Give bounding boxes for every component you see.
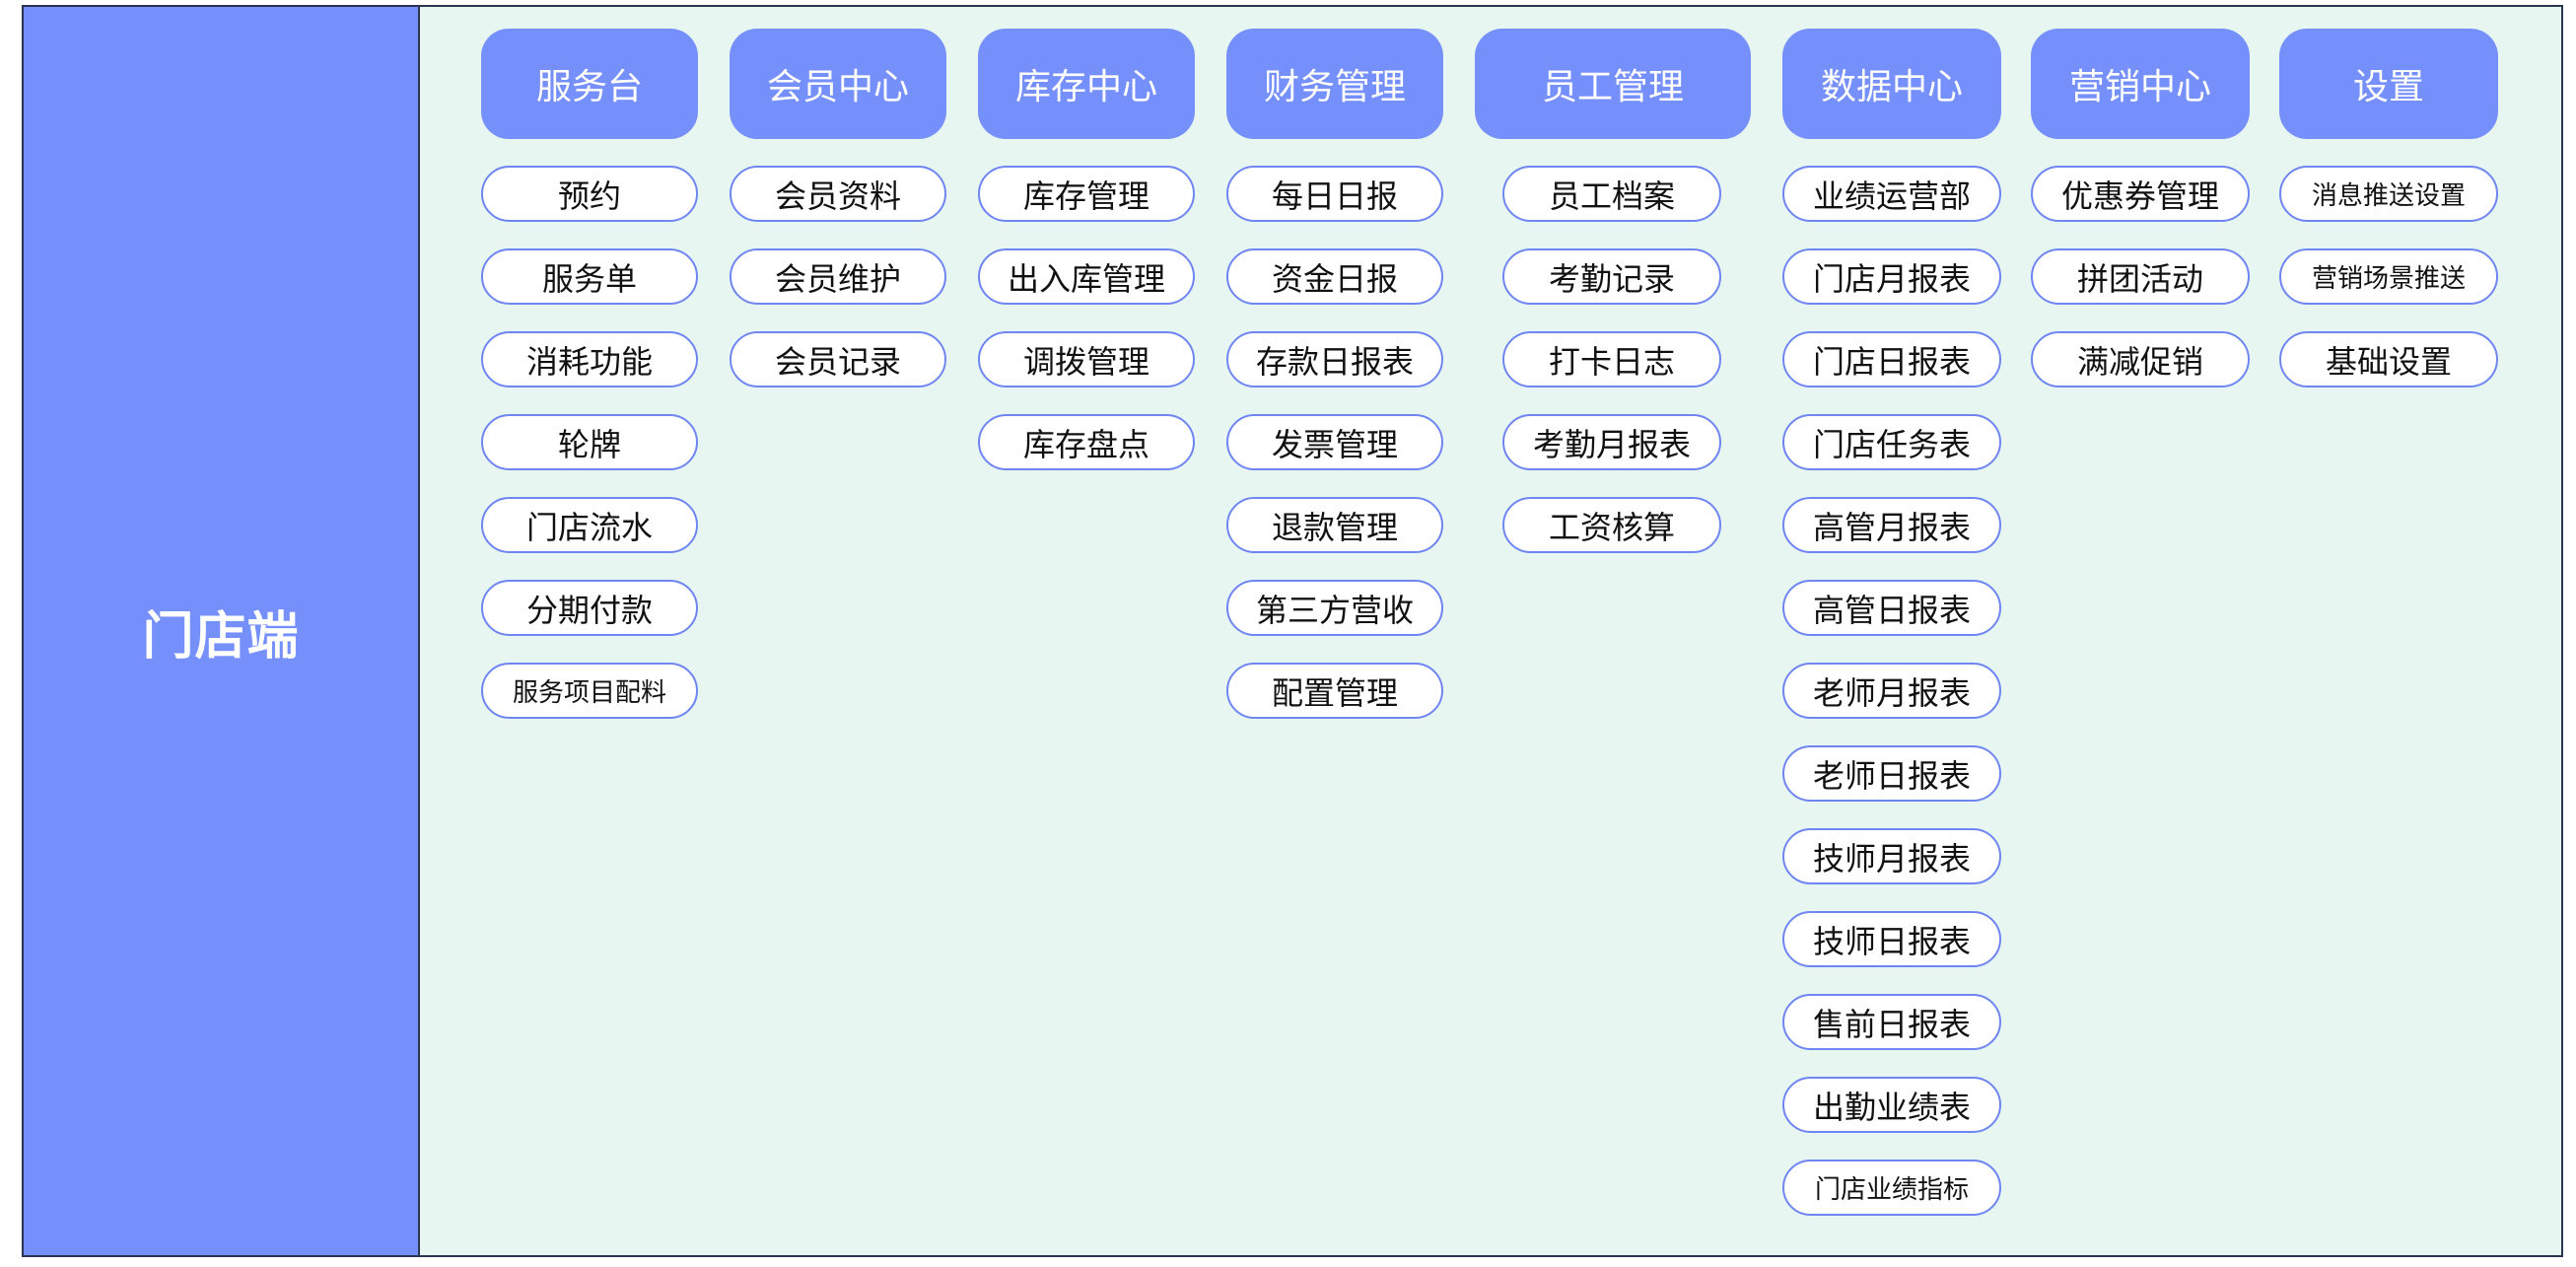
module-column: 设置消息推送设置营销场景推送基础设置 bbox=[2279, 29, 2498, 414]
module-item[interactable]: 技师日报表 bbox=[1782, 911, 2001, 967]
module-column: 库存中心库存管理出入库管理调拨管理库存盘点 bbox=[978, 29, 1195, 497]
module-item-list: 消息推送设置营销场景推送基础设置 bbox=[2279, 166, 2498, 387]
module-item[interactable]: 分期付款 bbox=[481, 580, 698, 636]
module-item[interactable]: 考勤月报表 bbox=[1502, 414, 1721, 470]
module-item[interactable]: 门店业绩指标 bbox=[1782, 1160, 2001, 1216]
module-column: 服务台预约服务单消耗功能轮牌门店流水分期付款服务项目配料 bbox=[481, 29, 698, 745]
module-item[interactable]: 员工档案 bbox=[1502, 166, 1721, 222]
module-item[interactable]: 消耗功能 bbox=[481, 331, 698, 387]
module-item[interactable]: 预约 bbox=[481, 166, 698, 222]
module-item[interactable]: 出入库管理 bbox=[978, 248, 1195, 305]
module-item[interactable]: 消息推送设置 bbox=[2279, 166, 2498, 222]
module-item-list: 员工档案考勤记录打卡日志考勤月报表工资核算 bbox=[1475, 166, 1751, 553]
module-item[interactable]: 门店月报表 bbox=[1782, 248, 2001, 305]
module-header[interactable]: 财务管理 bbox=[1226, 29, 1443, 139]
module-item[interactable]: 老师月报表 bbox=[1782, 663, 2001, 719]
module-column: 会员中心会员资料会员维护会员记录 bbox=[730, 29, 946, 414]
module-item[interactable]: 优惠券管理 bbox=[2031, 166, 2250, 222]
module-item[interactable]: 营销场景推送 bbox=[2279, 248, 2498, 305]
module-item[interactable]: 高管日报表 bbox=[1782, 580, 2001, 636]
module-header[interactable]: 员工管理 bbox=[1475, 29, 1751, 139]
module-item[interactable]: 技师月报表 bbox=[1782, 828, 2001, 884]
module-header[interactable]: 服务台 bbox=[481, 29, 698, 139]
module-item[interactable]: 老师日报表 bbox=[1782, 745, 2001, 802]
module-item-list: 预约服务单消耗功能轮牌门店流水分期付款服务项目配料 bbox=[481, 166, 698, 719]
module-column: 数据中心业绩运营部门店月报表门店日报表门店任务表高管月报表高管日报表老师月报表老… bbox=[1782, 29, 2001, 1242]
module-item[interactable]: 存款日报表 bbox=[1226, 331, 1443, 387]
module-header[interactable]: 设置 bbox=[2279, 29, 2498, 139]
module-item[interactable]: 资金日报 bbox=[1226, 248, 1443, 305]
module-item[interactable]: 调拨管理 bbox=[978, 331, 1195, 387]
module-item[interactable]: 库存管理 bbox=[978, 166, 1195, 222]
module-item[interactable]: 高管月报表 bbox=[1782, 497, 2001, 553]
module-header[interactable]: 库存中心 bbox=[978, 29, 1195, 139]
module-item[interactable]: 会员记录 bbox=[730, 331, 946, 387]
module-header[interactable]: 营销中心 bbox=[2031, 29, 2250, 139]
module-item[interactable]: 服务单 bbox=[481, 248, 698, 305]
app-title: 门店端 bbox=[142, 606, 300, 667]
module-item-list: 库存管理出入库管理调拨管理库存盘点 bbox=[978, 166, 1195, 470]
module-item[interactable]: 每日日报 bbox=[1226, 166, 1443, 222]
module-item[interactable]: 会员资料 bbox=[730, 166, 946, 222]
module-item[interactable]: 满减促销 bbox=[2031, 331, 2250, 387]
module-item[interactable]: 考勤记录 bbox=[1502, 248, 1721, 305]
module-item[interactable]: 售前日报表 bbox=[1782, 994, 2001, 1050]
module-item[interactable]: 配置管理 bbox=[1226, 663, 1443, 719]
module-item[interactable]: 工资核算 bbox=[1502, 497, 1721, 553]
module-columns: 服务台预约服务单消耗功能轮牌门店流水分期付款服务项目配料会员中心会员资料会员维护… bbox=[24, 7, 2561, 1255]
module-column: 营销中心优惠券管理拼团活动满减促销 bbox=[2031, 29, 2250, 414]
module-item[interactable]: 出勤业绩表 bbox=[1782, 1077, 2001, 1133]
module-item[interactable]: 服务项目配料 bbox=[481, 663, 698, 719]
module-item[interactable]: 第三方营收 bbox=[1226, 580, 1443, 636]
module-item[interactable]: 门店流水 bbox=[481, 497, 698, 553]
module-item-list: 每日日报资金日报存款日报表发票管理退款管理第三方营收配置管理 bbox=[1226, 166, 1443, 719]
module-item[interactable]: 打卡日志 bbox=[1502, 331, 1721, 387]
module-item[interactable]: 轮牌 bbox=[481, 414, 698, 470]
sidebar: 门店端 bbox=[24, 7, 420, 1255]
module-item-list: 会员资料会员维护会员记录 bbox=[730, 166, 946, 387]
module-column: 财务管理每日日报资金日报存款日报表发票管理退款管理第三方营收配置管理 bbox=[1226, 29, 1443, 745]
module-item[interactable]: 拼团活动 bbox=[2031, 248, 2250, 305]
module-item[interactable]: 库存盘点 bbox=[978, 414, 1195, 470]
module-item-list: 业绩运营部门店月报表门店日报表门店任务表高管月报表高管日报表老师月报表老师日报表… bbox=[1782, 166, 2001, 1216]
module-item[interactable]: 业绩运营部 bbox=[1782, 166, 2001, 222]
diagram-frame: 门店端 服务台预约服务单消耗功能轮牌门店流水分期付款服务项目配料会员中心会员资料… bbox=[22, 5, 2563, 1257]
module-item-list: 优惠券管理拼团活动满减促销 bbox=[2031, 166, 2250, 387]
module-item[interactable]: 基础设置 bbox=[2279, 331, 2498, 387]
module-item[interactable]: 发票管理 bbox=[1226, 414, 1443, 470]
module-item[interactable]: 门店任务表 bbox=[1782, 414, 2001, 470]
module-item[interactable]: 门店日报表 bbox=[1782, 331, 2001, 387]
module-item[interactable]: 退款管理 bbox=[1226, 497, 1443, 553]
module-column: 员工管理员工档案考勤记录打卡日志考勤月报表工资核算 bbox=[1475, 29, 1751, 580]
module-header[interactable]: 会员中心 bbox=[730, 29, 946, 139]
module-header[interactable]: 数据中心 bbox=[1782, 29, 2001, 139]
module-item[interactable]: 会员维护 bbox=[730, 248, 946, 305]
